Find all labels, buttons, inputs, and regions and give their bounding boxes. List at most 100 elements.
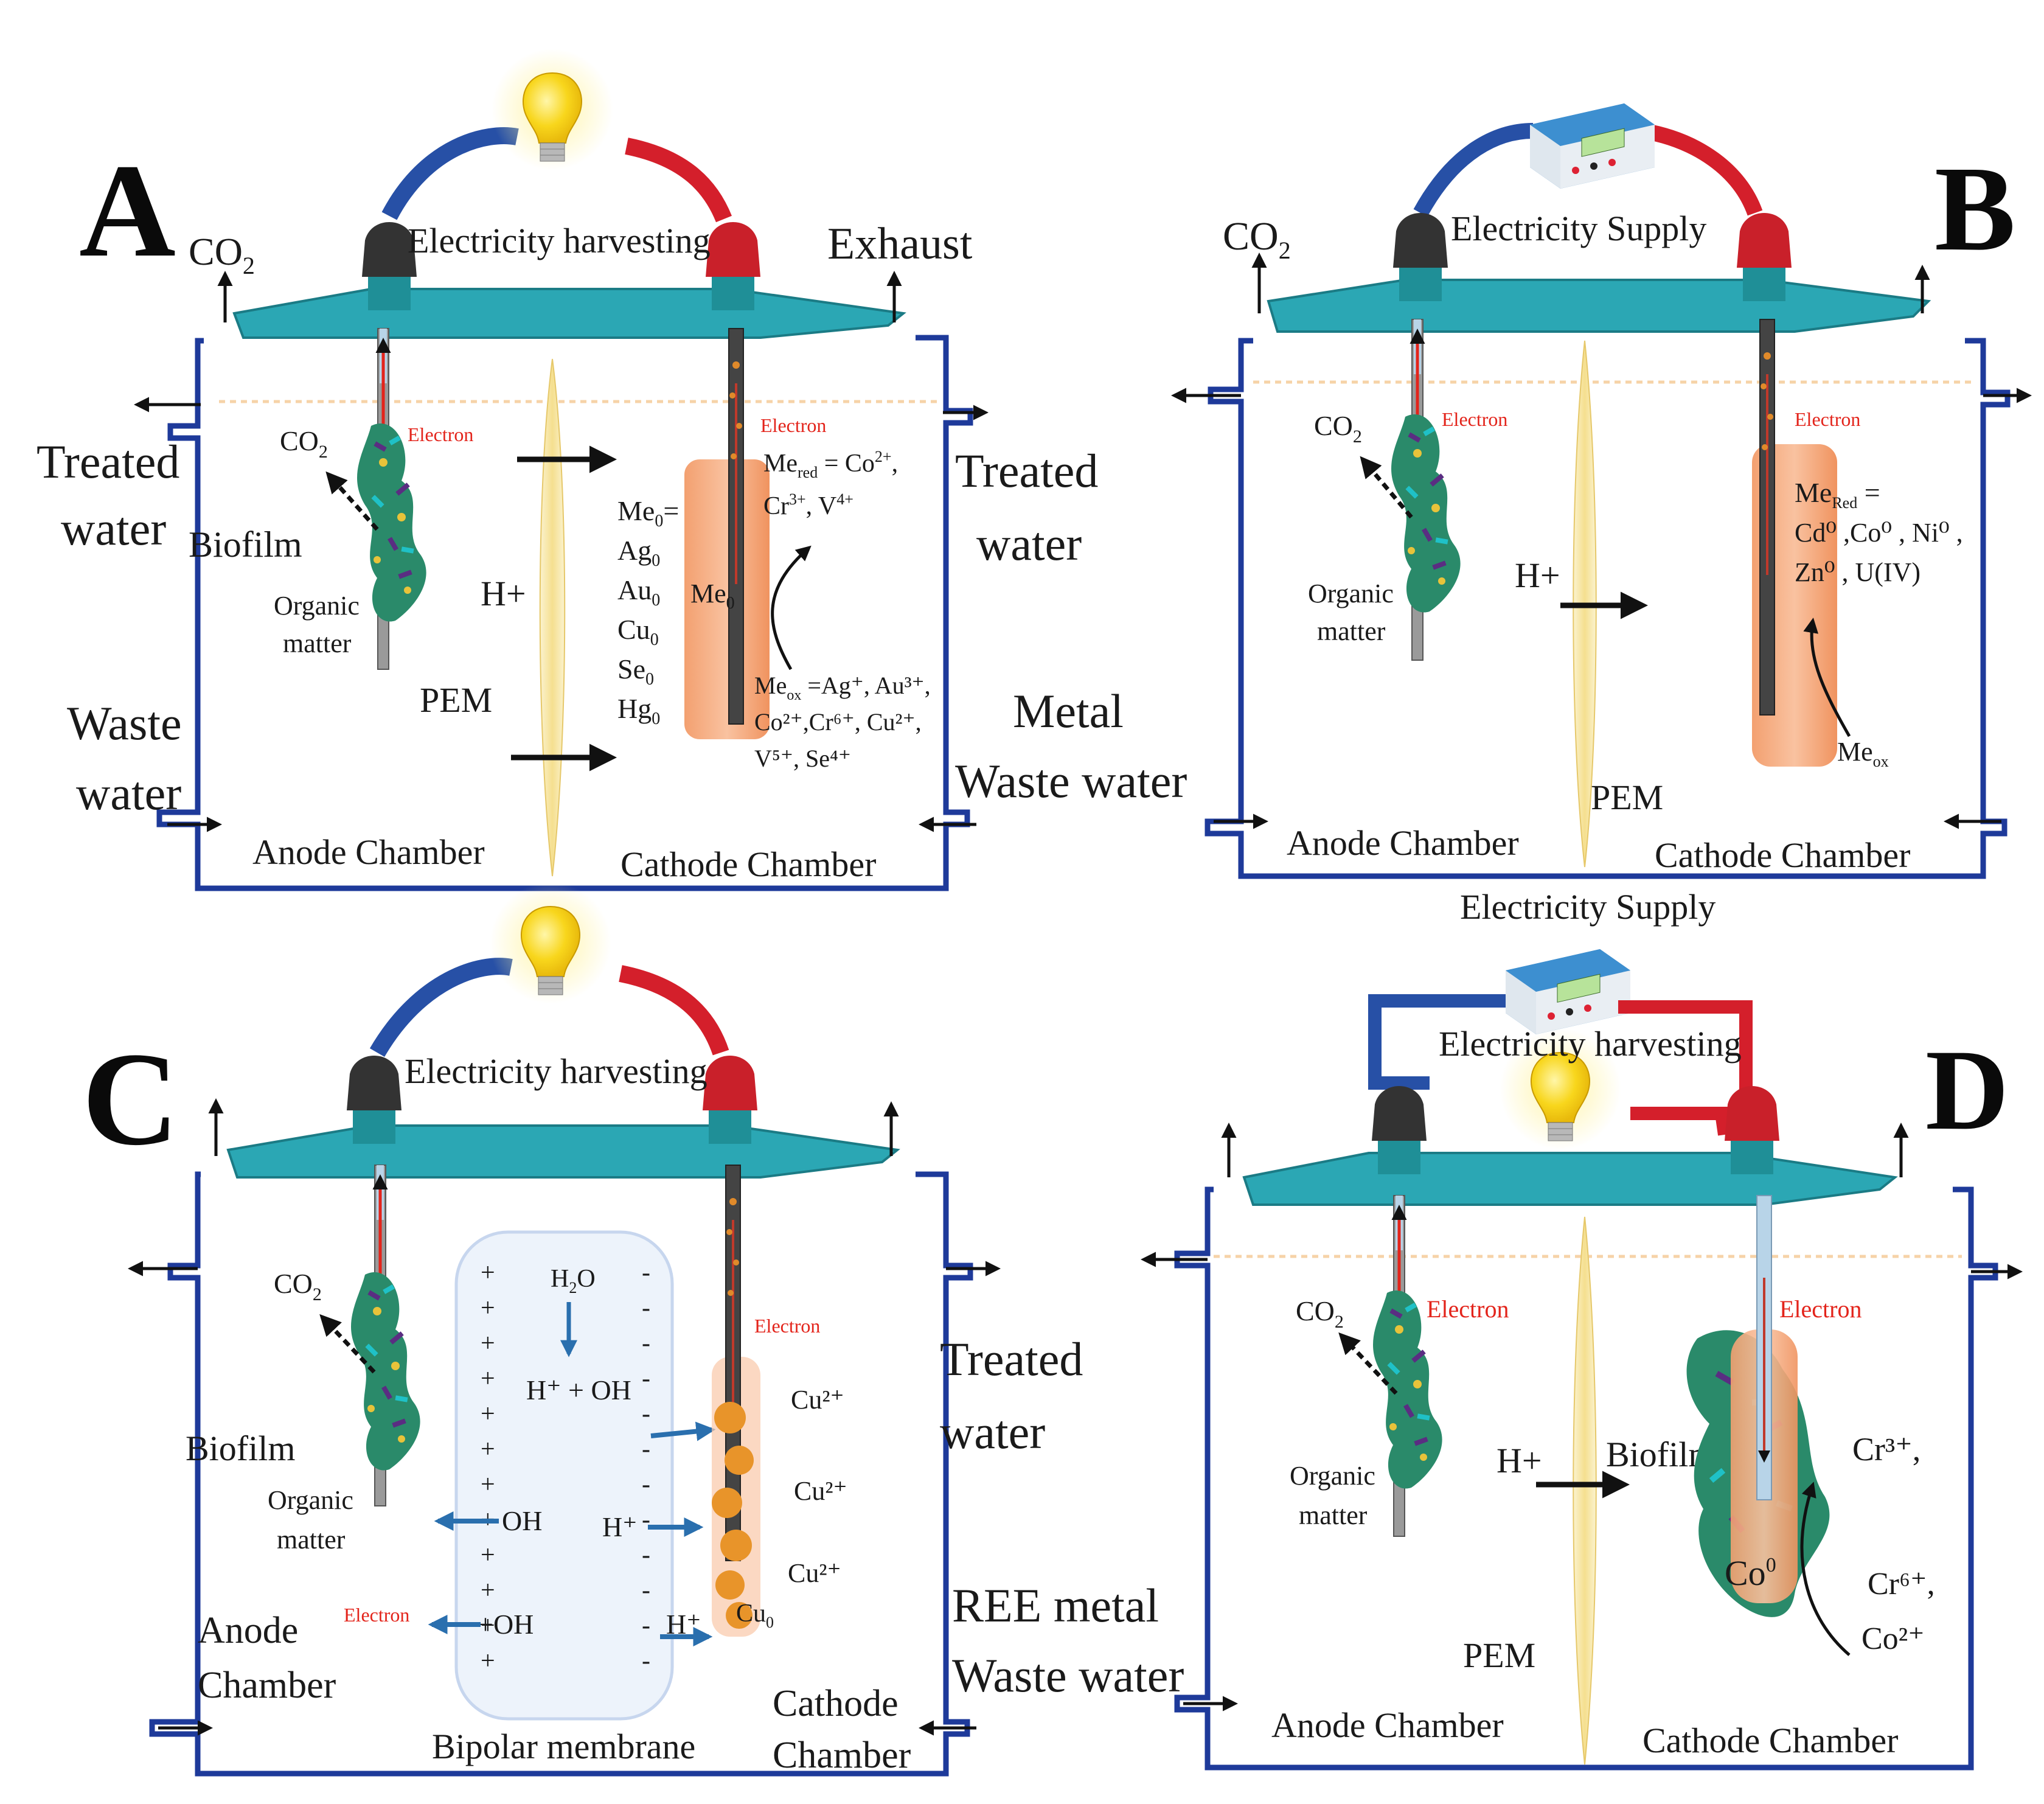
plus-sign: +: [481, 1400, 495, 1428]
organic-matter-c-1: Organic: [268, 1485, 353, 1515]
plus-sign: +: [481, 1259, 495, 1287]
minus-sign: -: [642, 1329, 650, 1357]
svg-text:Hg0: Hg0: [617, 693, 660, 728]
me0-list-a: Me0= Ag0 Au0 Cu0 Se0 Hg0: [617, 495, 679, 728]
electricity-supply-label-b: Electricity Supply: [1451, 209, 1706, 248]
panel-b: Electricity Supply B CO2 CO2 Electron Or…: [1171, 103, 2032, 879]
panel-letter-d: D: [1925, 1026, 2009, 1154]
anode-connector-c: [347, 1056, 401, 1144]
electron-cathode-d: Electron: [1779, 1295, 1862, 1323]
waste-water-left-a-1: Waste: [67, 697, 182, 750]
plus-sign: +: [481, 1365, 495, 1393]
minus-sign: -: [642, 1435, 650, 1463]
svg-text:Ag0: Ag0: [617, 535, 660, 570]
light-bulb-icon: [491, 48, 614, 171]
lid-c: [226, 1124, 900, 1179]
wire-blue-a: [381, 127, 519, 220]
treated-water-c-1: Treated: [940, 1332, 1083, 1385]
electricity-harvesting-label-d: Electricity harvesting: [1439, 1024, 1742, 1064]
treated-water-right-a-1: Treated: [955, 444, 1098, 497]
minus-sign: -: [642, 1576, 650, 1604]
svg-text:Me0=: Me0=: [617, 495, 679, 531]
minus-sign: -: [642, 1294, 650, 1322]
anode-chamber-c-1: Anode: [198, 1610, 298, 1651]
electron-cathode-c: Electron: [754, 1315, 820, 1337]
panel-letter-b: B: [1934, 142, 2015, 276]
co0-label-d: Co0: [1725, 1553, 1776, 1593]
oh-label-c-1: OH: [502, 1505, 542, 1536]
bipolar-membrane-label: Bipolar membrane: [432, 1727, 695, 1766]
plus-sign: +: [481, 1612, 495, 1640]
cr3-label-d: Cr³⁺,: [1852, 1431, 1921, 1468]
co2plus-label-d: Co²⁺: [1861, 1621, 1925, 1656]
lid-d: [1242, 1152, 1898, 1206]
plus-sign: +: [481, 1329, 495, 1357]
minus-sign: -: [642, 1506, 650, 1534]
me-ox-line2-a: Co²⁺,Cr⁶⁺, Cu²⁺,: [754, 708, 922, 736]
power-supply-icon-d: [1505, 949, 1631, 1035]
co2-outlet-label-b: CO2: [1223, 214, 1291, 264]
cathode-chamber-c-1: Cathode: [773, 1683, 899, 1724]
vessel-d: [1174, 1186, 1998, 1771]
cathode-connector-d: [1725, 1086, 1779, 1174]
lid-a: [232, 288, 906, 339]
wire-red-c: [619, 965, 729, 1056]
biofilm-label-c: Biofilm: [186, 1429, 295, 1468]
co2-label-b: CO2: [1314, 410, 1362, 447]
minus-sign: -: [642, 1471, 650, 1499]
cathode-chamber-b: Cathode Chamber: [1655, 835, 1910, 875]
h-label-c-1: H⁺: [602, 1511, 638, 1542]
h-plus-a: H+: [481, 574, 526, 613]
biofilm-icon-b: [1391, 414, 1461, 613]
plus-sign: +: [481, 1471, 495, 1499]
pem-membrane-a: [539, 358, 566, 877]
plus-sign: +: [481, 1576, 495, 1604]
organic-matter-c-2: matter: [277, 1525, 346, 1555]
cathode-connector-a: [706, 222, 760, 310]
anode-chamber-d: Anode Chamber: [1271, 1705, 1504, 1745]
electron-anode-d: Electron: [1427, 1295, 1509, 1323]
organic-matter-b-1: Organic: [1308, 579, 1394, 608]
plus-sign: +: [481, 1435, 495, 1463]
co2-outlet-label-a: CO2: [189, 230, 255, 279]
electron-anode-a: Electron: [408, 423, 473, 445]
h2o-label-c: H2O: [551, 1265, 596, 1297]
biofilm-icon: [357, 423, 426, 622]
anode-connector-b: [1393, 213, 1448, 301]
organic-matter-d-1: Organic: [1290, 1461, 1375, 1491]
h-plus-d: H+: [1496, 1441, 1542, 1480]
me-ox-line3-a: V⁵⁺, Se⁴⁺: [754, 745, 851, 772]
metal-waste-water-label-a: Waste water: [955, 754, 1187, 807]
me-red-line1-b: MeRed =: [1795, 477, 1880, 512]
electron-cathode-b: Electron: [1795, 408, 1860, 430]
anode-chamber-c-2: Chamber: [198, 1665, 336, 1706]
treated-water-left-a-1: Treated: [36, 435, 179, 488]
wire-red-a: [625, 138, 732, 223]
svg-text:Se0: Se0: [617, 653, 654, 689]
electron-anode-c: Electron: [344, 1604, 409, 1626]
minus-sign: -: [642, 1365, 650, 1393]
cathode-electrode-a: [728, 327, 745, 725]
vessel-c: [149, 1171, 973, 1777]
co2-label-d: CO2: [1296, 1295, 1344, 1332]
cu-ion-2-c: Cu²⁺: [794, 1476, 847, 1506]
biofilm-icon-c: [351, 1272, 420, 1471]
minus-sign: -: [642, 1541, 650, 1569]
minus-sign: -: [642, 1647, 650, 1675]
svg-text:Cu0: Cu0: [617, 614, 659, 649]
copper-deposits-c: [712, 1402, 754, 1629]
power-supply-icon: [1529, 103, 1655, 189]
wire-red-b: [1641, 123, 1763, 216]
light-bulb-icon-c: [489, 882, 612, 1005]
cr6-label-d: Cr⁶⁺,: [1868, 1567, 1935, 1601]
plus-sign: +: [481, 1294, 495, 1322]
electricity-supply-label-d: Electricity Supply: [1460, 887, 1715, 927]
anode-connector-d: [1372, 1086, 1427, 1174]
cathode-chamber-d: Cathode Chamber: [1642, 1721, 1898, 1760]
cathode-chamber-a: Cathode Chamber: [620, 845, 876, 884]
oh-label-c-2: +OH: [478, 1609, 534, 1640]
co2-label-c: CO2: [274, 1268, 322, 1304]
cu0-label-c: Cu0: [736, 1600, 774, 1631]
organic-matter-d-2: matter: [1299, 1500, 1368, 1530]
